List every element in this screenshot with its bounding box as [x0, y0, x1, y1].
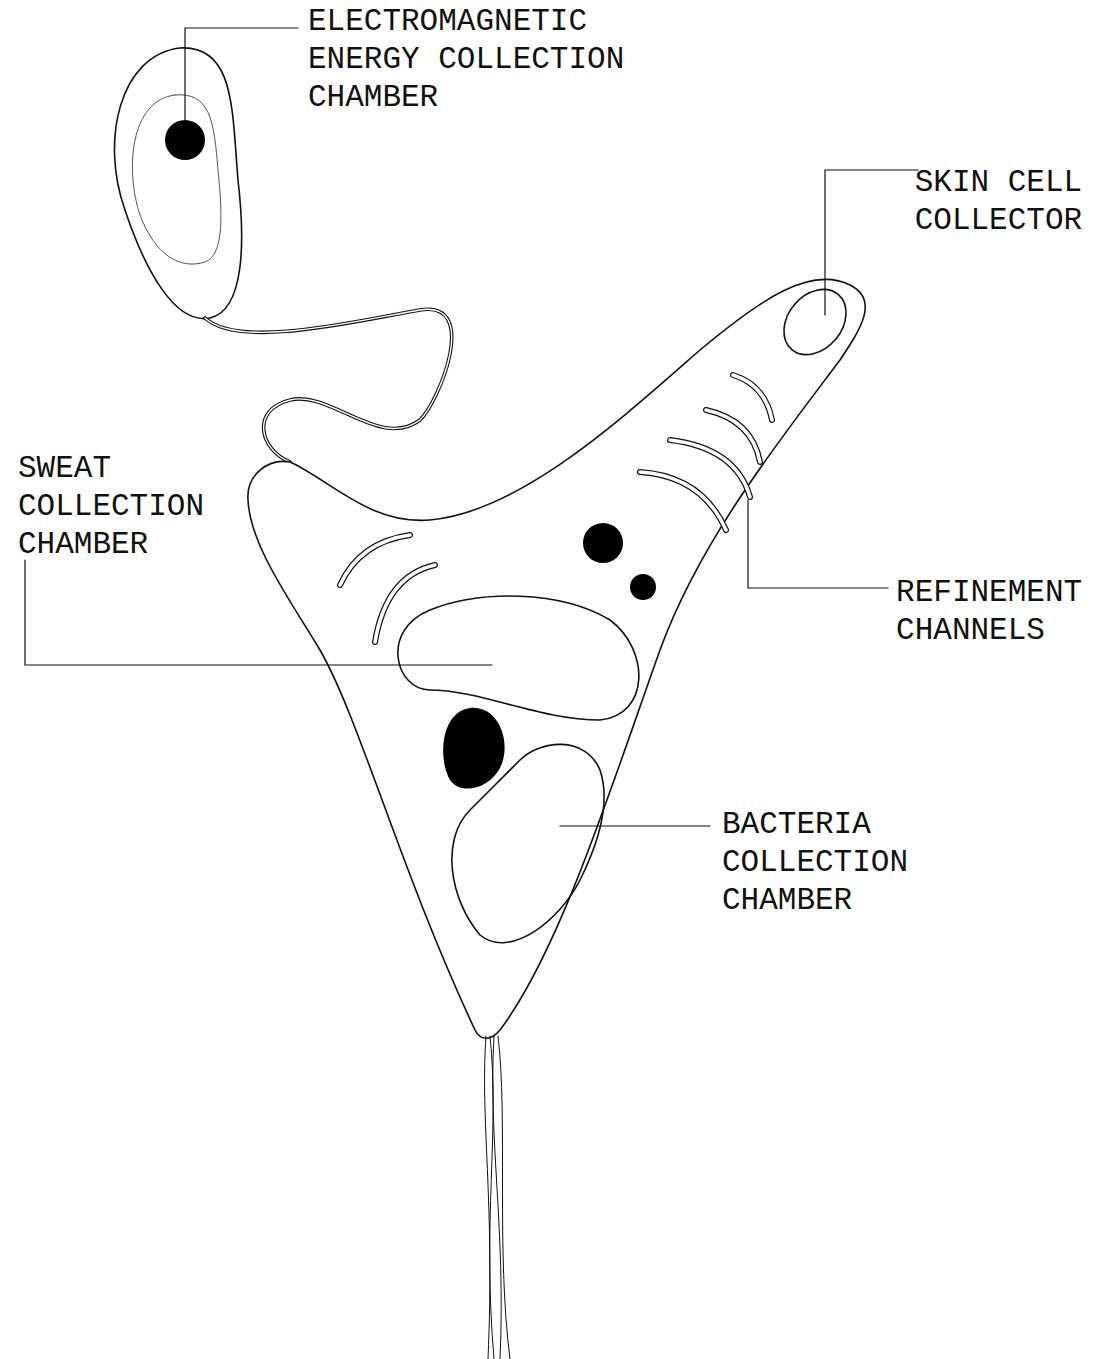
refinement-label: REFINEMENT CHANNELS	[896, 574, 1110, 650]
energy-chamber-label: ELECTROMAGNETIC ENERGY COLLECTION CHAMBE…	[308, 3, 652, 117]
sweat-chamber-label: SWEAT COLLECTION CHAMBER	[18, 450, 232, 564]
bacteria-chamber-label: BACTERIA COLLECTION CHAMBER	[722, 806, 936, 920]
skin-collector-label: SKIN CELL COLLECTOR	[915, 164, 1110, 240]
